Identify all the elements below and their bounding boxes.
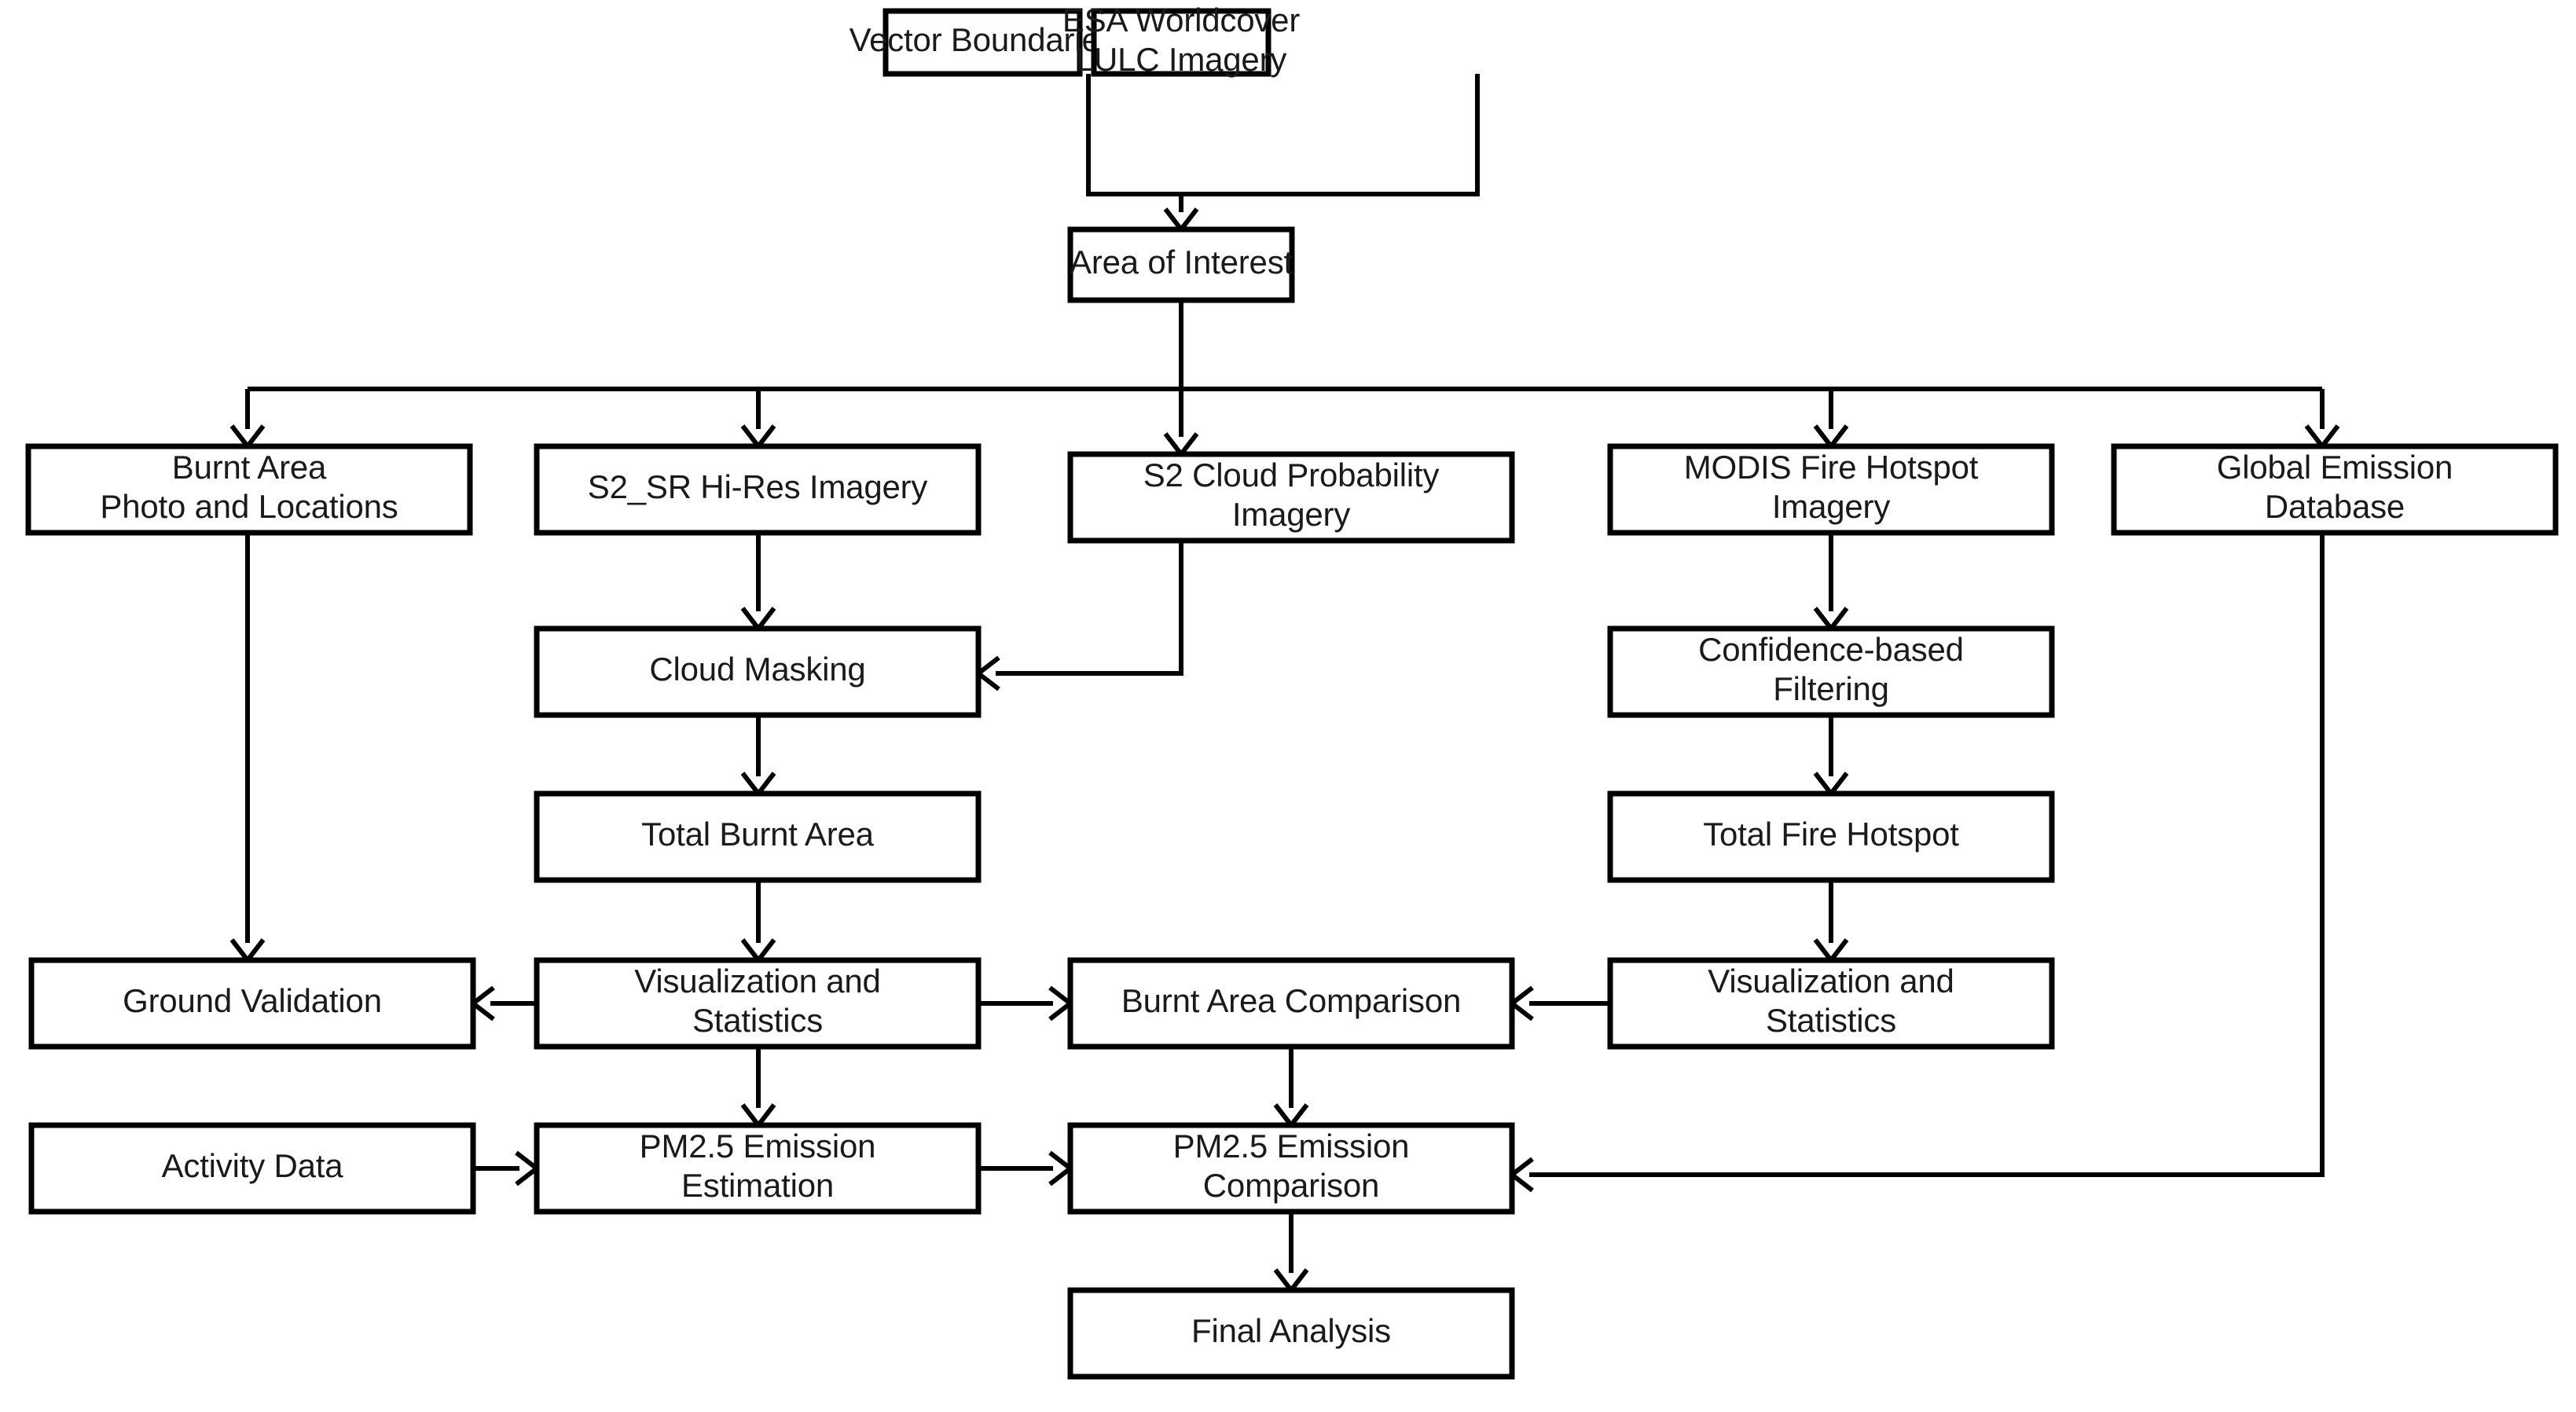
edge-s2sr-to-cloudmask (740, 533, 776, 633)
node-label: Visualization and (1708, 963, 1954, 999)
node-box[interactable] (2111, 443, 2559, 536)
node-label: Imagery (1232, 496, 1351, 533)
node-box[interactable] (534, 625, 982, 718)
node-label: Comparison (1203, 1167, 1379, 1204)
node-box[interactable] (534, 443, 982, 536)
node-label: Confidence-based (1698, 631, 1964, 668)
node-box[interactable] (534, 790, 982, 883)
node-label: Global Emission (2217, 449, 2453, 486)
edge-vis-to-pm25est (740, 1047, 776, 1129)
node-label: PM2.5 Emission (1173, 1128, 1410, 1164)
node-label: S2 Cloud Probability (1143, 457, 1440, 493)
node-box[interactable] (534, 1122, 982, 1215)
edge-esa-to-aoi (1181, 74, 1480, 196)
node-burnt_area_compare[interactable]: Burnt Area Comparison (1067, 957, 1515, 1050)
node-box[interactable] (25, 443, 473, 536)
node-label: Statistics (692, 1002, 823, 1039)
node-label: Activity Data (162, 1147, 344, 1184)
edge-aoi-to-s2sr (740, 389, 776, 450)
node-label: Cloud Masking (649, 651, 865, 688)
edge-confidence-to-hotspot (1813, 715, 1849, 798)
edge-aoi-to-modis (1813, 389, 1849, 450)
node-label: Estimation (681, 1167, 834, 1204)
edge-vis-to-ground (469, 985, 537, 1021)
node-vector_boundaries[interactable]: Vector Boundaries (849, 8, 1117, 77)
node-label: LULC Imagery (1076, 41, 1287, 78)
node-label: Filtering (1773, 670, 1889, 707)
edge-aoi-to-burnt-photo (229, 389, 266, 450)
node-box[interactable] (28, 1122, 476, 1215)
node-label: S2_SR Hi-Res Imagery (588, 468, 928, 505)
edge-path (1086, 74, 1183, 212)
node-final_analysis[interactable]: Final Analysis (1067, 1287, 1515, 1380)
edge-path (1181, 74, 1480, 196)
node-label: PM2.5 Emission (640, 1128, 876, 1164)
edge-path (1529, 533, 2325, 1177)
node-label: Area of Interest (1070, 244, 1293, 281)
edge-pm25comp-to-final (1273, 1212, 1309, 1294)
edge-cloudprob-to-cloudmask (974, 541, 1183, 691)
node-box[interactable] (1067, 1287, 1515, 1380)
node-box[interactable] (1607, 957, 2055, 1050)
node-ground_validation[interactable]: Ground Validation (28, 957, 476, 1050)
edge-modis-to-confidence (1813, 533, 1849, 633)
node-box[interactable] (1607, 443, 2055, 536)
edge-visright-to-burntcompare (1508, 985, 1610, 1021)
edge-hotspot-to-visright (1813, 880, 1849, 964)
node-label: MODIS Fire Hotspot (1684, 449, 1979, 486)
node-s2_sr_hires[interactable]: S2_SR Hi-Res Imagery (534, 443, 982, 536)
node-box[interactable] (28, 957, 476, 1050)
edge-vis-to-burntcompare (978, 985, 1074, 1021)
node-total_fire_hotspot[interactable]: Total Fire Hotspot (1607, 790, 2055, 883)
node-box[interactable] (1067, 451, 1515, 544)
node-box[interactable] (534, 957, 982, 1050)
node-label: Visualization and (634, 963, 880, 999)
node-box[interactable] (1091, 8, 1271, 77)
node-label: Imagery (1772, 488, 1891, 525)
node-box[interactable] (883, 8, 1083, 77)
edge-cloudmask-to-totalburnt (740, 715, 776, 798)
node-label: Final Analysis (1191, 1312, 1391, 1349)
node-label: Database (2265, 488, 2405, 525)
node-label: Burnt Area (172, 449, 327, 486)
node-label: Burnt Area Comparison (1121, 982, 1461, 1019)
node-label: Total Burnt Area (641, 816, 874, 853)
node-label: Statistics (1766, 1002, 1896, 1039)
node-box[interactable] (1067, 226, 1295, 303)
node-label: Ground Validation (123, 982, 382, 1019)
node-box[interactable] (1607, 790, 2055, 883)
node-total_burnt_area[interactable]: Total Burnt Area (534, 790, 982, 883)
edge-burntcompare-to-pm25comp (1273, 1047, 1309, 1129)
node-cloud_masking[interactable]: Cloud Masking (534, 625, 982, 718)
node-label: Vector Boundaries (849, 21, 1117, 58)
node-area_of_interest[interactable]: Area of Interest (1067, 226, 1295, 303)
edge-pm25est-to-pm25comp (978, 1150, 1074, 1186)
edge-path (996, 541, 1183, 676)
node-box[interactable] (1067, 1122, 1515, 1215)
node-box[interactable] (1067, 957, 1515, 1050)
node-label: Total Fire Hotspot (1703, 816, 1959, 853)
node-label: ESA Worldcover (1062, 2, 1300, 39)
edge-photo-to-ground (229, 533, 266, 964)
node-activity_data[interactable]: Activity Data (28, 1122, 476, 1215)
edge-vector-to-aoi (1086, 74, 1199, 233)
edge-totalburnt-to-vis (740, 880, 776, 964)
node-box[interactable] (1607, 625, 2055, 718)
edge-activity-to-pm25est (473, 1150, 541, 1186)
edge-aoi-to-globaldb (2304, 389, 2340, 450)
edge-aoi-to-cloudprob (1163, 389, 1199, 458)
node-label: Photo and Locations (100, 488, 398, 525)
